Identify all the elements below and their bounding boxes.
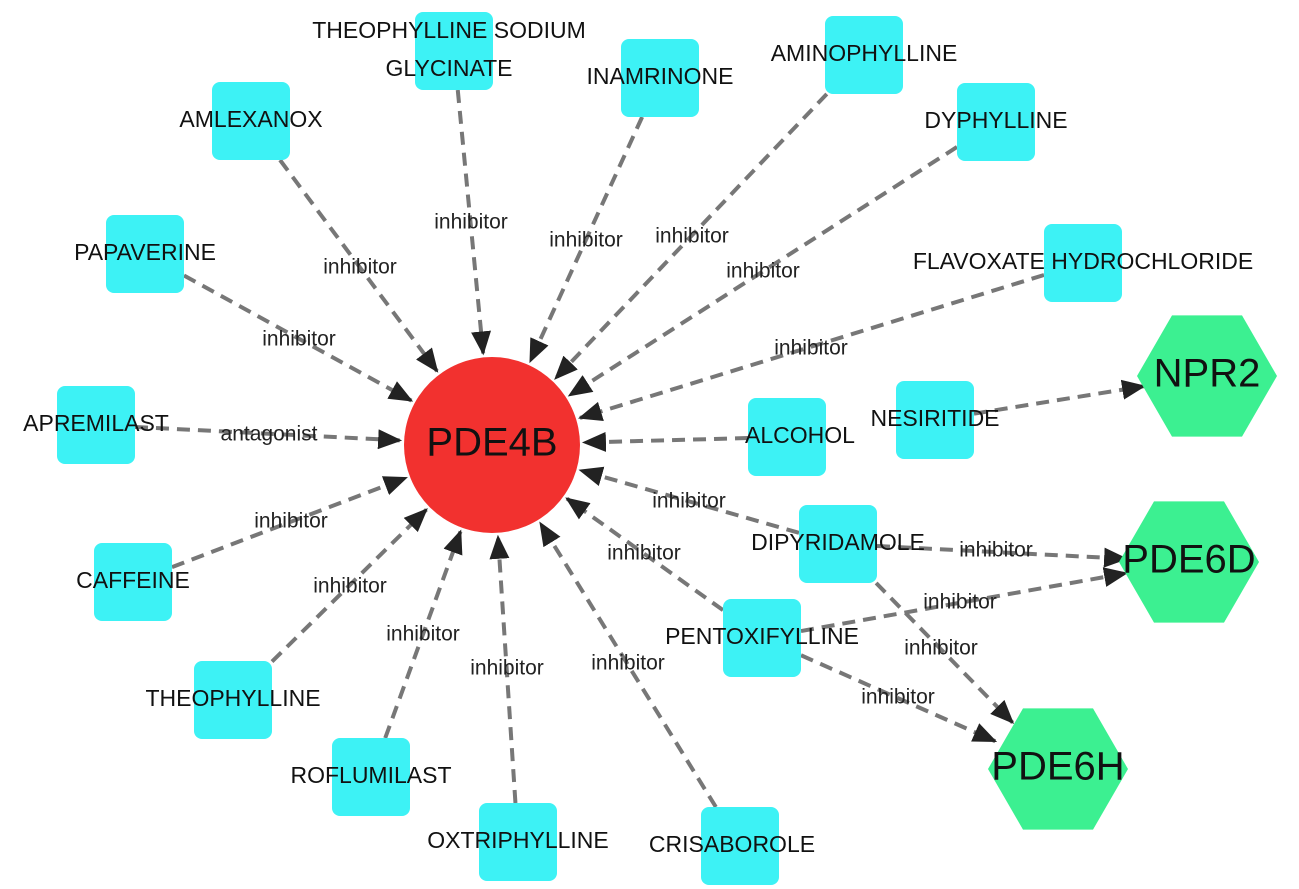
edge-label-flavoxate-to-pde4b: inhibitor: [774, 337, 848, 360]
drug-node-theophylline_sodium_glycinate[interactable]: [415, 12, 493, 90]
target-label-npr2: NPR2: [1154, 352, 1261, 396]
drug-node-alcohol[interactable]: [748, 398, 826, 476]
edge-label-apremilast-to-pde4b: antagonist: [221, 423, 318, 446]
drug-node-roflumilast[interactable]: [332, 738, 410, 816]
edges-layer: [134, 89, 1147, 809]
drug-label-dyphylline: DYPHYLLINE: [924, 107, 1067, 133]
drug-label-crisaborole: CRISABOROLE: [649, 831, 815, 857]
edge-amlexanox-to-pde4b: [278, 158, 439, 373]
target-node-pde6h[interactable]: [988, 708, 1128, 830]
drug-node-inamrinone[interactable]: [621, 39, 699, 117]
edge-inamrinone-to-pde4b: [528, 116, 644, 364]
edge-nesiritide-to-npr2: [973, 379, 1147, 416]
drug-label-theophylline_sodium_glycinate-line-1: THEOPHYLLINE SODIUM: [312, 17, 586, 43]
hub-node-label: PDE4B: [426, 421, 557, 465]
edge-label-papaverine-to-pde4b: inhibitor: [262, 328, 336, 351]
edge-label-dipyridamole-to-pde6d: inhibitor: [959, 539, 1033, 562]
edge-label-caffeine-to-pde4b: inhibitor: [254, 510, 328, 533]
edge-label-pentoxifylline-to-pde6d: inhibitor: [923, 591, 997, 614]
drug-label-nesiritide: NESIRITIDE: [870, 405, 999, 431]
nodes-layer: [57, 12, 1277, 885]
drug-label-amlexanox: AMLEXANOX: [179, 106, 322, 132]
drug-node-theophylline[interactable]: [194, 661, 272, 739]
edge-theophylline_sodium_glycinate-to-pde4b: [455, 89, 492, 356]
edge-apremilast-to-pde4b: [134, 424, 403, 450]
edge-label-dyphylline-to-pde4b: inhibitor: [726, 260, 800, 283]
node-labels-layer: PDE4B THEOPHYLLINE SODIUM GLYCINATE INAMRIN…: [23, 17, 1260, 857]
edge-papaverine-to-pde4b: [183, 273, 414, 403]
edge-labels-layer: inhibitor inhibitor inhibitor inhibitor inhi…: [221, 211, 1033, 709]
edge-flavoxate-to-pde4b: [578, 273, 1045, 422]
drug-node-caffeine[interactable]: [94, 543, 172, 621]
edge-oxtriphylline-to-pde4b: [489, 534, 518, 804]
edge-roflumilast-to-pde4b: [383, 529, 463, 739]
target-node-npr2[interactable]: [1137, 315, 1277, 437]
drug-label-papaverine: PAPAVERINE: [74, 239, 216, 265]
drug-node-oxtriphylline[interactable]: [479, 803, 557, 881]
edge-label-pentoxifylline-to-pde4b: inhibitor: [607, 542, 681, 565]
target-label-pde6d: PDE6D: [1122, 538, 1255, 582]
edge-alcohol-to-pde4b: [581, 431, 749, 452]
drug-label-theophylline_sodium_glycinate-line-2: GLYCINATE: [386, 55, 513, 81]
edge-pentoxifylline-to-pde6d: [800, 567, 1129, 634]
drug-label-alcohol: ALCOHOL: [745, 422, 855, 448]
edge-label-aminophylline-to-pde4b: inhibitor: [655, 225, 729, 248]
drug-label-apremilast: APREMILAST: [23, 410, 169, 436]
drug-label-caffeine: CAFFEINE: [76, 567, 190, 593]
drug-node-amlexanox[interactable]: [212, 82, 290, 160]
edge-label-crisaborole-to-pde4b: inhibitor: [591, 652, 665, 675]
drug-label-pentoxifylline: PENTOXIFYLLINE: [665, 623, 859, 649]
edge-crisaborole-to-pde4b: [538, 521, 718, 809]
edge-label-roflumilast-to-pde4b: inhibitor: [386, 623, 460, 646]
edge-label-oxtriphylline-to-pde4b: inhibitor: [470, 657, 544, 680]
drug-node-aminophylline[interactable]: [825, 16, 903, 94]
hub-node-pde4b[interactable]: [404, 357, 580, 533]
drug-node-nesiritide[interactable]: [896, 381, 974, 459]
edge-aminophylline-to-pde4b: [554, 92, 829, 380]
edge-dipyridamole-to-pde6h: [874, 581, 1015, 725]
edge-pentoxifylline-to-pde4b: [565, 496, 725, 612]
edge-label-inamrinone-to-pde4b: inhibitor: [549, 229, 623, 252]
drug-label-dipyridamole: DIPYRIDAMOLE: [751, 529, 925, 555]
edge-dyphylline-to-pde4b: [567, 145, 959, 398]
drug-node-dipyridamole[interactable]: [799, 505, 877, 583]
edge-dipyridamole-to-pde4b: [578, 466, 800, 535]
drug-label-theophylline: THEOPHYLLINE: [145, 685, 320, 711]
drug-label-inamrinone: INAMRINONE: [587, 63, 734, 89]
edge-label-dipyridamole-to-pde6h: inhibitor: [904, 637, 978, 660]
edge-theophylline-to-pde4b: [270, 508, 428, 664]
target-label-pde6h: PDE6H: [991, 745, 1124, 789]
edge-label-theophylline-to-pde4b: inhibitor: [313, 575, 387, 598]
edge-label-amlexanox-to-pde4b: inhibitor: [323, 256, 397, 279]
drug-node-papaverine[interactable]: [106, 215, 184, 293]
drug-label-oxtriphylline: OXTRIPHYLLINE: [427, 827, 609, 853]
drug-label-flavoxate: FLAVOXATE HYDROCHLORIDE: [913, 248, 1253, 274]
drug-node-apremilast[interactable]: [57, 386, 135, 464]
drug-node-pentoxifylline[interactable]: [723, 599, 801, 677]
edge-label-theophylline_sodium_glycinate-to-pde4b: inhibitor: [434, 211, 508, 234]
target-node-pde6d[interactable]: [1119, 501, 1259, 623]
edge-pentoxifylline-to-pde6h: [800, 653, 998, 744]
drug-node-flavoxate[interactable]: [1044, 224, 1122, 302]
drug-node-crisaborole[interactable]: [701, 807, 779, 885]
edge-label-dipyridamole-to-pde4b: inhibitor: [652, 490, 726, 513]
drug-label-aminophylline: AMINOPHYLLINE: [771, 40, 958, 66]
edge-label-pentoxifylline-to-pde6h: inhibitor: [861, 686, 935, 709]
drug-label-roflumilast: ROFLUMILAST: [290, 762, 451, 788]
drug-node-dyphylline[interactable]: [957, 83, 1035, 161]
